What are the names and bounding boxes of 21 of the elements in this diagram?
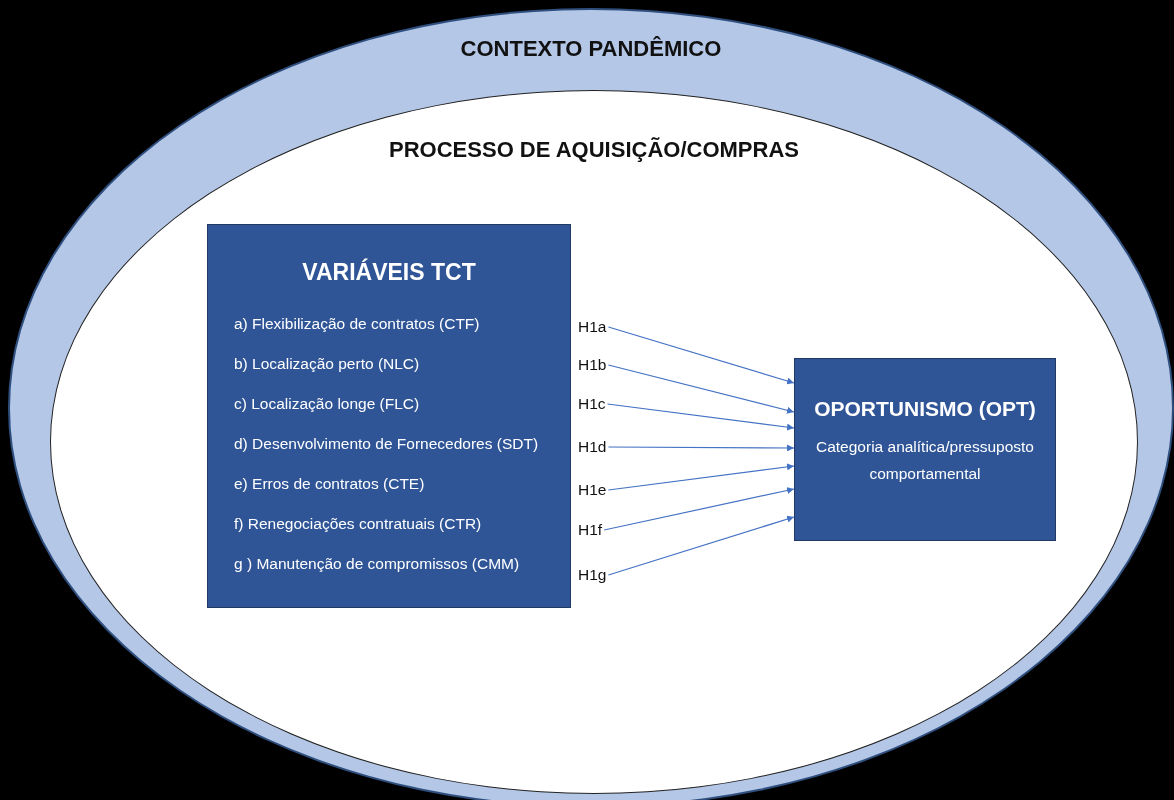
arrow [607,326,795,385]
arrow [607,463,795,491]
variable-item: g ) Manutenção de compromissos (CMM) [234,554,520,574]
arrow [607,364,795,414]
box-heading: VARIÁVEIS TCT [302,259,476,286]
box-description: Categoria analítica/pressuposto comportamental [815,437,1035,484]
box-heading: OPORTUNISMO (OPT) [814,397,1036,421]
variable-item: c) Localização longe (FLC) [234,394,420,414]
variable-item: e) Erros de contratos (CTE) [234,474,425,494]
variable-item: a) Flexibilização de contratos (CTF) [234,314,480,334]
process-heading: PROCESSO DE AQUISIÇÃO/COMPRAS [389,137,799,163]
arrow [603,487,795,531]
outcome-box [794,358,1056,541]
variable-item: d) Desenvolvimento de Fornecedores (SDT) [234,434,539,454]
variables-box [207,224,571,608]
variable-item: f) Renegociações contratuais (CTR) [234,514,482,534]
variable-item: b) Localização perto (NLC) [234,354,420,374]
arrow [607,403,795,431]
arrow [607,515,795,576]
context-heading: CONTEXTO PANDÊMICO [460,36,722,62]
arrow [607,444,795,452]
